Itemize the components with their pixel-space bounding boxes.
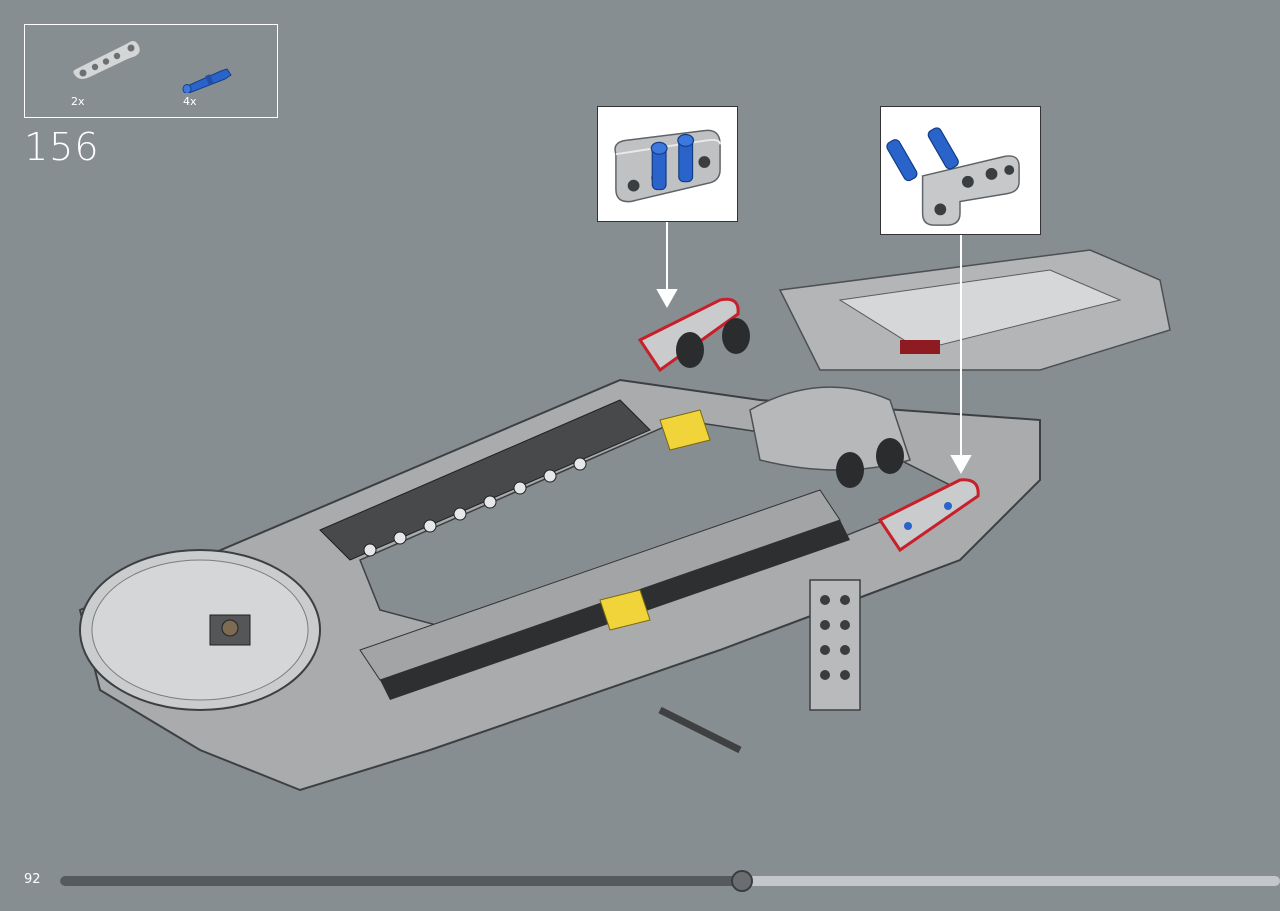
parts-list-box: 2x 4x xyxy=(24,24,278,118)
part-quantity: 4x xyxy=(183,95,197,108)
model-illustration xyxy=(60,230,1190,840)
light-gray-liftarm-icon xyxy=(69,33,145,81)
blue-axle-pin-icon xyxy=(181,63,237,93)
callout-l-liftarm-with-two-pins xyxy=(880,106,1041,235)
progress-handle[interactable] xyxy=(730,870,753,892)
step-number: 156 xyxy=(24,125,100,169)
progress-bar[interactable] xyxy=(60,870,1280,892)
page-number: 92 xyxy=(24,872,41,887)
progress-fill xyxy=(60,876,741,886)
liftarm-with-two-pins-icon xyxy=(614,129,722,203)
part-quantity: 2x xyxy=(71,95,85,108)
callout-liftarm-with-two-pins xyxy=(597,106,738,222)
l-liftarm-with-two-pins-icon xyxy=(886,127,1020,226)
